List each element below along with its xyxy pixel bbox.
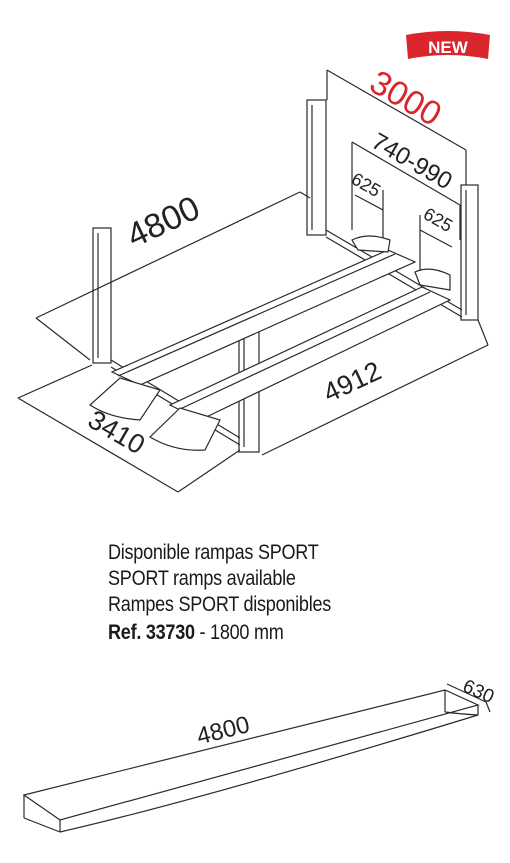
new-badge: NEW <box>406 31 490 59</box>
ramp-ref-size: - 1800 mm <box>194 621 284 644</box>
ramps-line-en: SPORT ramps available <box>108 567 296 590</box>
ramps-line-fr: Rampes SPORT disponibles <box>108 593 332 616</box>
ramps-line-es: Disponible rampas SPORT <box>108 541 319 564</box>
ramp-reference: Ref. 33730 - 1800 mm <box>108 620 435 646</box>
ramp-ref-number: Ref. 33730 <box>108 621 195 644</box>
ramps-info: Disponible rampas SPORT SPORT ramps avai… <box>108 540 435 646</box>
new-badge-label: NEW <box>428 38 469 57</box>
